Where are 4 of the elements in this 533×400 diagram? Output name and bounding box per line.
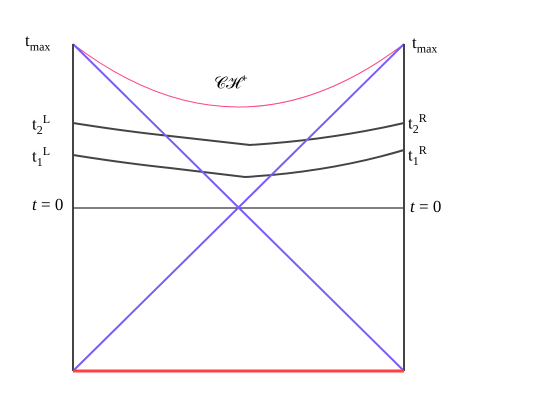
- axis-label: t = 0: [32, 196, 64, 213]
- axis-label: t$_{max}$: [25, 32, 50, 52]
- axis-label: t$_{max}$: [412, 34, 438, 54]
- axis-label: t = 0: [410, 198, 442, 215]
